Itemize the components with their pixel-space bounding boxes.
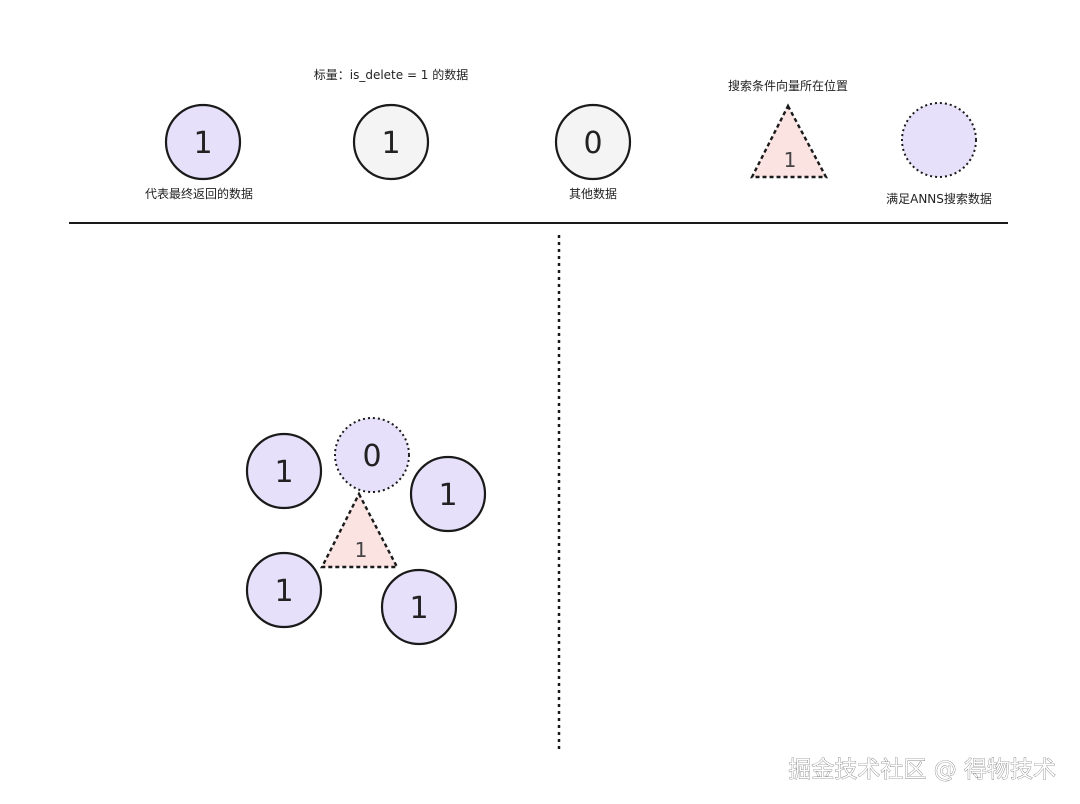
node-returned-value: 1	[409, 591, 428, 626]
legend-query-triangle	[750, 103, 829, 179]
node-ann	[334, 417, 410, 493]
legend-query-value: 1	[784, 148, 797, 172]
node-ann-value: 0	[362, 439, 381, 474]
legend-ann-label: 满足ANNS搜索数据	[886, 191, 992, 206]
legend-returned-circle	[164, 103, 242, 181]
legend-scalar-value: 1	[381, 126, 400, 161]
node-returned	[245, 551, 323, 629]
legend-other-value: 0	[583, 126, 602, 161]
plot-area: 1 0 1 1 1 1	[245, 417, 487, 646]
legend: 1 代表最终返回的数据 标量：is_delete = 1 的数据 1 0 其他数…	[145, 67, 992, 206]
legend-scalar-circle	[352, 103, 430, 181]
query-vector-triangle	[320, 491, 399, 569]
node-returned	[409, 455, 487, 533]
legend-returned-value: 1	[193, 126, 212, 161]
node-returned-value: 1	[274, 574, 293, 609]
legend-scalar-label: 标量：is_delete = 1 的数据	[314, 67, 469, 82]
watermark: 掘金技术社区 @ 得物技术	[788, 757, 1056, 783]
legend-ann-circle	[901, 102, 977, 178]
query-vector-value: 1	[355, 538, 368, 562]
node-returned	[245, 432, 323, 510]
legend-query-label: 搜索条件向量所在位置	[728, 78, 848, 93]
node-returned-value: 1	[274, 455, 293, 490]
legend-other-circle	[554, 103, 632, 181]
legend-returned-label: 代表最终返回的数据	[145, 186, 253, 201]
node-returned-value: 1	[438, 478, 457, 513]
node-returned	[380, 568, 458, 646]
legend-other-label: 其他数据	[569, 186, 617, 201]
